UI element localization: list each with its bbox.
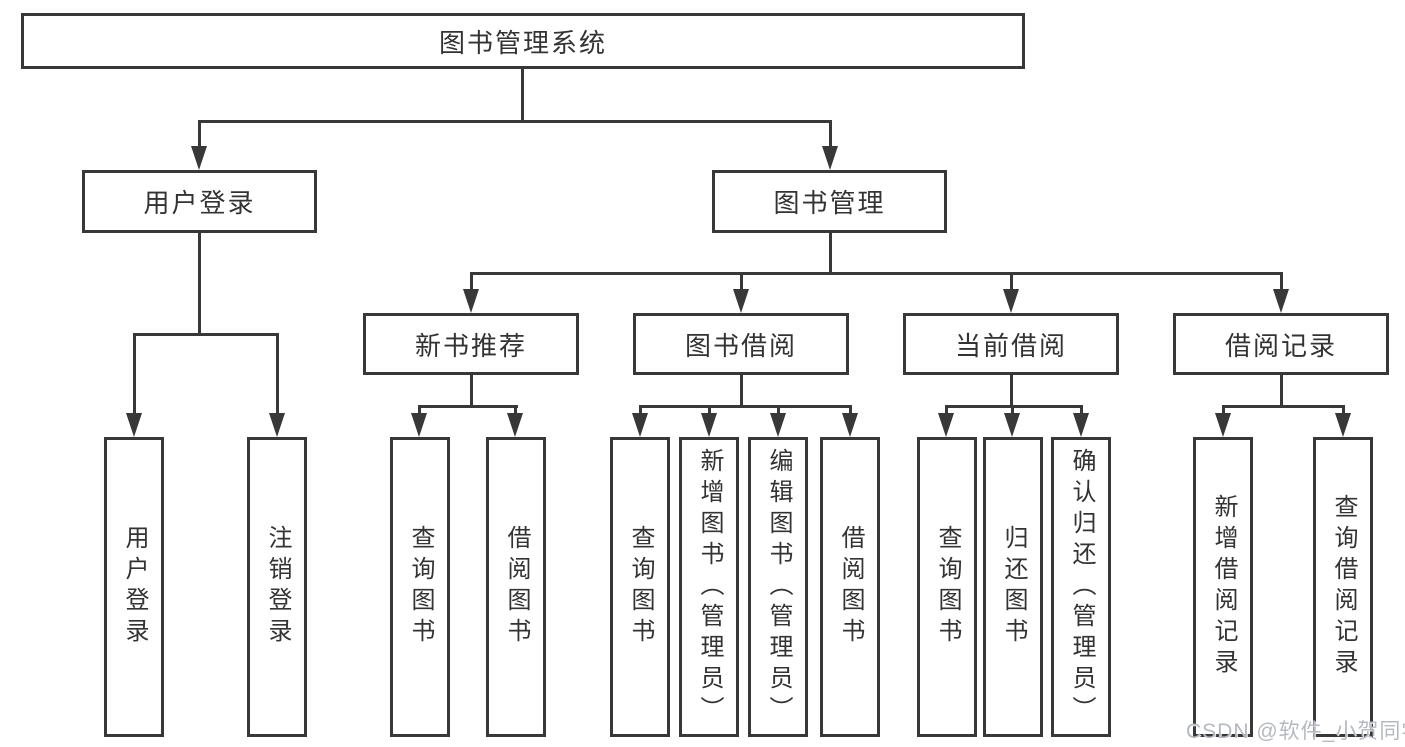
arrowhead-down-icon	[1003, 289, 1019, 313]
node-book-borrow-label: 图书借阅	[684, 330, 797, 361]
arrowhead-down-icon	[269, 413, 285, 437]
connector-line	[945, 405, 1083, 408]
connector-line	[198, 233, 201, 333]
arrowhead-down-icon	[126, 413, 142, 437]
leaf-query-book-recommend-label: 查询图书	[407, 525, 434, 649]
arrowhead-down-icon	[1073, 413, 1089, 437]
connector-line	[1342, 408, 1345, 414]
connector-line	[777, 408, 780, 414]
leaf-edit-book-admin-label: 编辑图书（管理员）	[765, 447, 792, 727]
connector-line	[198, 123, 201, 146]
connector-line	[198, 120, 832, 123]
connector-line	[1280, 375, 1283, 405]
connector-line	[470, 272, 1283, 275]
leaf-query-book-current-label: 查询图书	[934, 525, 961, 649]
arrowhead-down-icon	[411, 413, 427, 437]
connector-line	[276, 336, 279, 413]
arrowhead-down-icon	[191, 146, 207, 170]
arrowhead-down-icon	[770, 413, 786, 437]
connector-line	[470, 375, 473, 405]
connector-line	[1010, 375, 1013, 405]
connector-line	[521, 69, 524, 120]
leaf-return-book: 归还图书	[983, 437, 1043, 737]
connector-line	[829, 233, 832, 272]
leaf-borrow-book-recommend: 借阅图书	[486, 437, 546, 737]
arrowhead-down-icon	[822, 146, 838, 170]
connector-line	[1010, 275, 1013, 289]
leaf-return-book-label: 归还图书	[1000, 525, 1027, 649]
arrowhead-down-icon	[842, 413, 858, 437]
connector-line	[418, 405, 518, 408]
node-user-login-label: 用户登录	[143, 188, 256, 218]
leaf-confirm-return-admin: 确认归还（管理员）	[1051, 437, 1111, 737]
leaf-query-borrow-record-label: 查询借阅记录	[1330, 494, 1357, 680]
arrowhead-down-icon	[463, 289, 479, 313]
arrowhead-down-icon	[938, 413, 954, 437]
leaf-add-borrow-record: 新增借阅记录	[1193, 437, 1253, 737]
leaf-borrow-book: 借阅图书	[820, 437, 880, 737]
leaf-user-login-label: 用户登录	[121, 525, 148, 649]
connector-line	[133, 336, 136, 413]
connector-line	[1080, 408, 1083, 414]
leaf-query-book-current: 查询图书	[917, 437, 977, 737]
connector-line	[1222, 408, 1225, 414]
arrowhead-down-icon	[733, 289, 749, 313]
node-book-management-label: 图书管理	[773, 188, 886, 218]
leaf-query-book-borrow-label: 查询图书	[627, 525, 654, 649]
node-current-borrow: 当前借阅	[903, 313, 1119, 375]
arrowhead-down-icon	[632, 413, 648, 437]
leaf-add-borrow-record-label: 新增借阅记录	[1210, 494, 1237, 680]
arrowhead-down-icon	[701, 413, 717, 437]
node-library-system-label: 图书管理系统	[438, 27, 607, 58]
arrowhead-down-icon	[507, 413, 523, 437]
node-borrow-records: 借阅记录	[1173, 313, 1389, 375]
leaf-borrow-book-label: 借阅图书	[837, 525, 864, 649]
leaf-user-login: 用户登录	[104, 437, 164, 737]
connector-line	[740, 275, 743, 289]
arrowhead-down-icon	[1215, 413, 1231, 437]
node-new-book-recommend-label: 新书推荐	[414, 330, 527, 361]
connector-line	[639, 408, 642, 414]
leaf-confirm-return-admin-label: 确认归还（管理员）	[1068, 447, 1095, 727]
connector-line	[740, 375, 743, 405]
connector-line	[829, 123, 832, 146]
leaf-query-book-recommend: 查询图书	[390, 437, 450, 737]
connector-line	[708, 408, 711, 414]
leaf-add-book-admin-label: 新增图书（管理员）	[696, 447, 723, 727]
watermark: CSDN @软件_小贺同学	[1186, 720, 1405, 743]
leaf-logout: 注销登录	[247, 437, 307, 737]
node-book-management: 图书管理	[712, 170, 947, 233]
connector-line	[639, 405, 852, 408]
connector-line	[945, 408, 948, 414]
leaf-borrow-book-recommend-label: 借阅图书	[503, 525, 530, 649]
node-library-system: 图书管理系统	[21, 13, 1025, 69]
connector-line	[133, 333, 279, 336]
node-current-borrow-label: 当前借阅	[954, 330, 1067, 361]
connector-line	[418, 408, 421, 414]
node-new-book-recommend: 新书推荐	[363, 313, 579, 375]
leaf-add-book-admin: 新增图书（管理员）	[679, 437, 739, 737]
arrowhead-down-icon	[1335, 413, 1351, 437]
leaf-query-book-borrow: 查询图书	[610, 437, 670, 737]
connector-line	[1011, 408, 1014, 414]
connector-line	[1222, 405, 1345, 408]
leaf-logout-label: 注销登录	[264, 525, 291, 649]
connector-line	[849, 408, 852, 414]
arrowhead-down-icon	[1273, 289, 1289, 313]
connector-line	[470, 275, 473, 289]
connector-line	[514, 408, 517, 414]
connector-line	[1280, 275, 1283, 289]
node-book-borrow: 图书借阅	[633, 313, 849, 375]
node-user-login: 用户登录	[82, 170, 317, 233]
leaf-query-borrow-record: 查询借阅记录	[1313, 437, 1373, 737]
node-borrow-records-label: 借阅记录	[1224, 330, 1337, 361]
leaf-edit-book-admin: 编辑图书（管理员）	[748, 437, 808, 737]
arrowhead-down-icon	[1004, 413, 1020, 437]
